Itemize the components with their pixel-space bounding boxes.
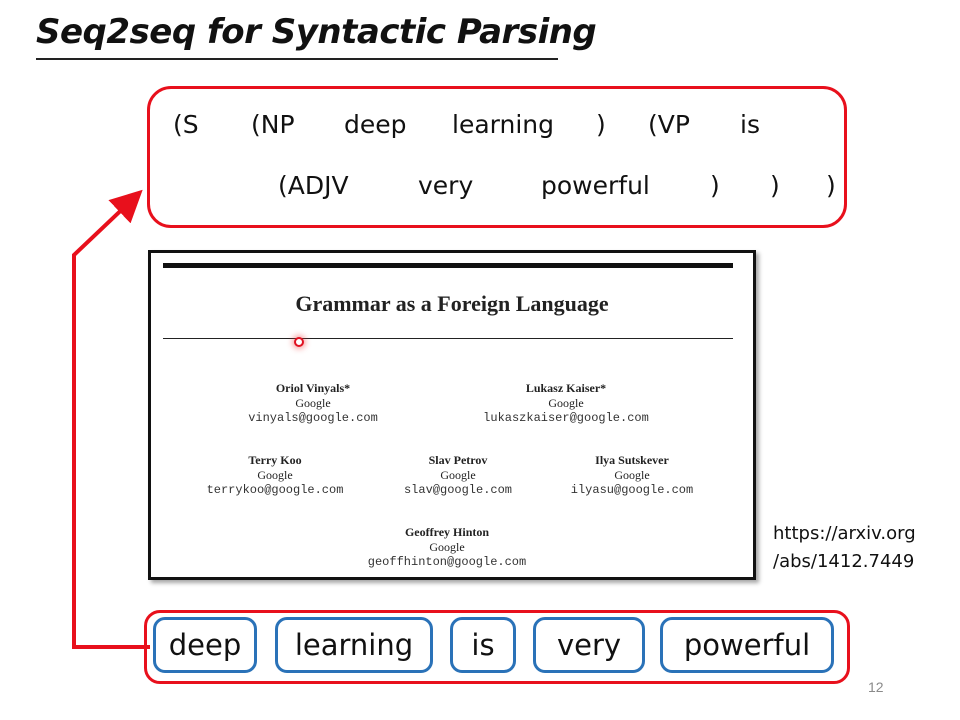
- author-name: Slav Petrov: [428, 453, 488, 467]
- input-word-box: deep: [153, 617, 257, 673]
- author-block: Lukasz Kaiser* Google lukaszkaiser@googl…: [446, 381, 686, 426]
- parse-output-box: [147, 86, 847, 228]
- parse-token: ): [710, 171, 720, 200]
- author-name: Terry Koo: [248, 453, 302, 467]
- paper-screenshot: Grammar as a Foreign Language Oriol Viny…: [148, 250, 756, 580]
- parse-token: (S: [173, 110, 199, 139]
- author-email: terrykoo@google.com: [206, 483, 344, 497]
- parse-token: is: [740, 110, 760, 139]
- parse-token: very: [418, 171, 474, 200]
- author-email: geoffhinton@google.com: [367, 555, 527, 569]
- author-affiliation: Google: [440, 468, 476, 482]
- parse-token: ): [770, 171, 780, 200]
- paper-title: Grammar as a Foreign Language: [295, 291, 609, 316]
- parse-token: deep: [344, 110, 407, 139]
- arxiv-reference-line1: https://arxiv.org: [773, 523, 916, 544]
- author-block: Oriol Vinyals* Google vinyals@google.com: [203, 381, 423, 426]
- paper-title-rule: [163, 338, 733, 339]
- author-affiliation: Google: [429, 540, 465, 554]
- author-block: Geoffrey Hinton Google geoffhinton@googl…: [327, 525, 567, 570]
- laser-pointer-cursor: [294, 337, 304, 347]
- input-sentence-box: [144, 610, 850, 684]
- parse-token: learning: [452, 110, 554, 139]
- author-email: lukaszkaiser@google.com: [483, 411, 649, 425]
- author-affiliation: Google: [295, 396, 331, 410]
- author-name: Lukasz Kaiser*: [525, 381, 607, 395]
- author-block: Slav Petrov Google slav@google.com: [348, 453, 568, 498]
- slide-page-number: 12: [868, 679, 884, 695]
- author-block: Terry Koo Google terrykoo@google.com: [165, 453, 385, 498]
- arxiv-reference[interactable]: https://arxiv.org /abs/1412.7449: [773, 520, 916, 576]
- paper-top-rule: [163, 263, 733, 268]
- arxiv-reference-line2: /abs/1412.7449: [773, 551, 915, 572]
- input-word-box: powerful: [660, 617, 834, 673]
- author-name: Geoffrey Hinton: [404, 525, 490, 539]
- author-affiliation: Google: [257, 468, 293, 482]
- author-name: Ilya Sutskever: [595, 453, 669, 467]
- parse-token: ): [596, 110, 606, 139]
- author-affiliation: Google: [614, 468, 650, 482]
- author-block: Ilya Sutskever Google ilyasu@google.com: [522, 453, 742, 498]
- parse-token: (VP: [648, 110, 690, 139]
- input-word-box: is: [450, 617, 516, 673]
- author-email: ilyasu@google.com: [570, 483, 694, 497]
- parse-token: ): [826, 171, 836, 200]
- author-name: Oriol Vinyals*: [275, 381, 351, 395]
- parse-token: powerful: [541, 171, 650, 200]
- author-affiliation: Google: [548, 396, 584, 410]
- author-email: slav@google.com: [403, 483, 513, 497]
- title-underline: [36, 58, 558, 60]
- input-word-box: very: [533, 617, 645, 673]
- author-email: vinyals@google.com: [248, 411, 378, 425]
- parse-token: (ADJV: [278, 171, 349, 200]
- slide-title: Seq2seq for Syntactic Parsing: [36, 12, 597, 52]
- input-word-box: learning: [275, 617, 433, 673]
- parse-token: (NP: [251, 110, 295, 139]
